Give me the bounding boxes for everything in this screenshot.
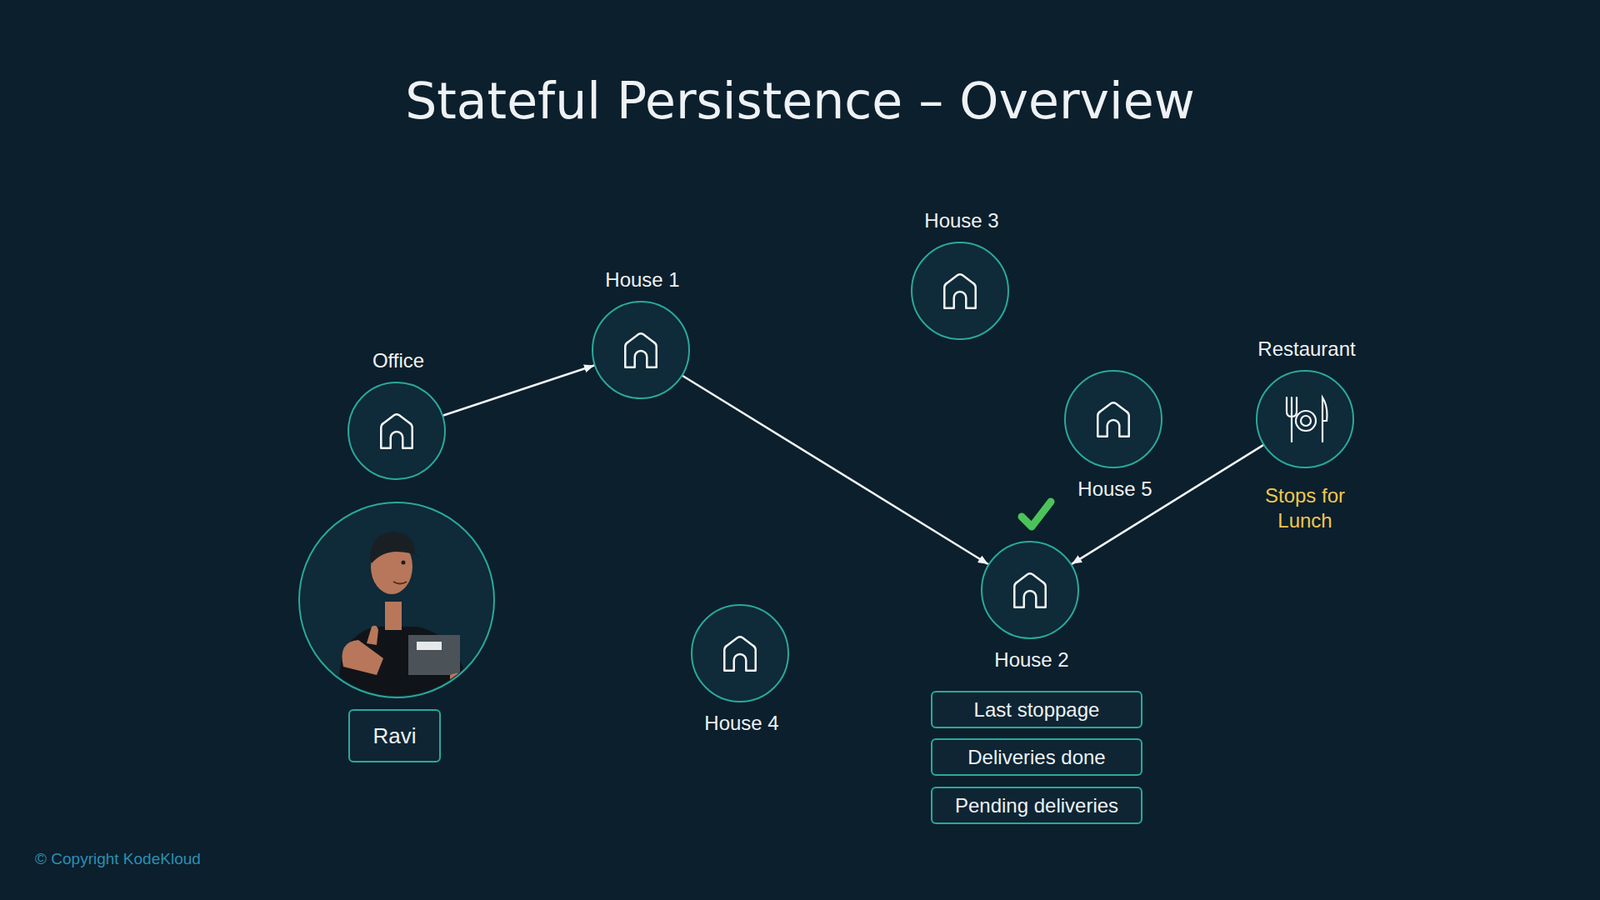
location-label: House 5 bbox=[981, 476, 1249, 502]
location-label: House 3 bbox=[828, 208, 1095, 234]
house-icon bbox=[1014, 573, 1045, 608]
house-icon bbox=[625, 333, 656, 368]
location-circle: Restaurant bbox=[1255, 370, 1355, 469]
location-label: House 1 bbox=[509, 267, 776, 293]
route-arrow bbox=[1071, 445, 1264, 565]
check-mark bbox=[1021, 501, 1051, 527]
house-icon bbox=[944, 274, 975, 309]
box-text: Deliveries done bbox=[967, 745, 1105, 770]
status-box: Last stoppage bbox=[930, 690, 1143, 729]
diagram-title: Stateful Persistence – Overview bbox=[0, 71, 1600, 130]
route-arrow bbox=[682, 375, 989, 565]
location-label: Office bbox=[265, 348, 532, 374]
location-circle: House 2 bbox=[980, 540, 1080, 640]
restaurant-icon bbox=[1286, 397, 1327, 442]
location-label: House 4 bbox=[608, 710, 875, 736]
courier-illustration bbox=[299, 502, 495, 717]
box-text: Ravi bbox=[372, 723, 416, 750]
house-icon bbox=[380, 414, 412, 449]
location-circle: House 3 bbox=[910, 241, 1010, 340]
status-box: Pending deliveries bbox=[930, 786, 1143, 825]
location-label: Restaurant bbox=[1173, 336, 1440, 362]
annotation-note: Stops for Lunch bbox=[1250, 483, 1360, 534]
box-text: Last stoppage bbox=[974, 698, 1100, 722]
house-icon bbox=[724, 636, 755, 671]
route-arrow bbox=[443, 365, 595, 416]
location-circle: House 4 bbox=[690, 604, 790, 703]
status-box: Deliveries done bbox=[930, 738, 1143, 776]
box-text: Pending deliveries bbox=[955, 794, 1119, 818]
copyright-note: © Copyright KodeKloud bbox=[35, 849, 369, 870]
house-icon bbox=[1097, 402, 1129, 437]
location-label: House 2 bbox=[898, 647, 1165, 673]
location-circle: House 5 bbox=[1064, 370, 1163, 469]
status-box: Ravi bbox=[348, 709, 441, 763]
location-circle: House 1 bbox=[591, 300, 690, 400]
location-circle: Office bbox=[347, 381, 446, 480]
